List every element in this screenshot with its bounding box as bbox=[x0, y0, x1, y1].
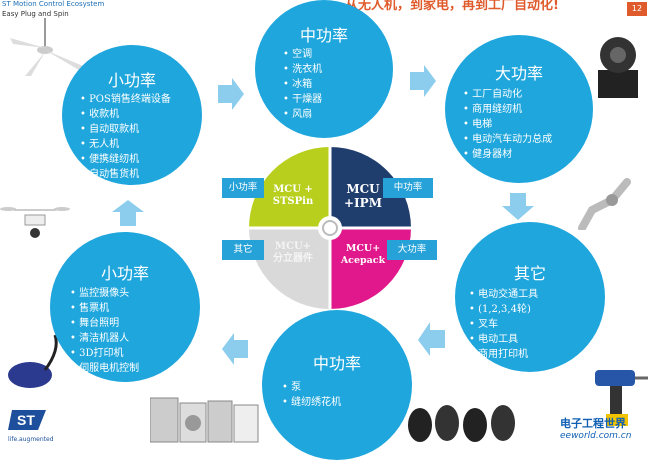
application-item: 洗衣机 bbox=[283, 62, 322, 77]
circle-title: 小功率 bbox=[107, 71, 156, 90]
application-item: 自动取款机 bbox=[80, 122, 171, 137]
circle-title: 大功率 bbox=[494, 64, 543, 83]
appliances-image bbox=[149, 393, 260, 443]
arrow-down-icon bbox=[502, 193, 534, 220]
circle-bottom-left-low-power: 小功率 监控摄像头售票机舞台照明清洁机器人3D打印机伺服电机控制 bbox=[50, 232, 200, 382]
brand-line1: ST Motion Control Ecosystem bbox=[2, 0, 105, 8]
quadrant-label-q4: MCU+ Acepack bbox=[340, 243, 386, 266]
application-item: 监控摄像头 bbox=[70, 286, 139, 301]
drill-image bbox=[590, 360, 650, 430]
application-item: 收款机 bbox=[80, 107, 171, 122]
application-item: 便携缝纫机 bbox=[80, 152, 171, 167]
circle-top-right-high-power: 大功率 工厂自动化商用缝纫机电梯电动汽车动力总成健身器材 bbox=[445, 35, 593, 183]
st-logo: ST life.augmented bbox=[8, 408, 58, 448]
application-item: 售票机 bbox=[70, 301, 139, 316]
application-item: 缝纫绣花机 bbox=[282, 395, 341, 410]
circle-bottom-right-other: 其它 电动交通工具(1,2,3,4轮)叉车电动工具商用打印机 bbox=[455, 222, 605, 372]
tag-high-power: 大功率 bbox=[387, 240, 437, 260]
circle-list: POS销售终端设备收款机自动取款机无人机便携缝纫机自动售货机 bbox=[80, 92, 171, 182]
circle-list: 监控摄像头售票机舞台照明清洁机器人3D打印机伺服电机控制 bbox=[70, 286, 139, 376]
circle-top-mid-power: 中功率 空调洗衣机冰箱干燥器风扇 bbox=[255, 0, 393, 138]
tag-other: 其它 bbox=[222, 240, 264, 260]
application-item: 冰箱 bbox=[283, 77, 322, 92]
stage-light-image bbox=[590, 30, 645, 100]
application-item: 自动售货机 bbox=[80, 167, 171, 182]
application-item: 商用打印机 bbox=[469, 347, 538, 362]
slogan: 从无人机，到家电，再到工厂自动化! bbox=[345, 0, 559, 13]
refresh-icon bbox=[322, 220, 338, 236]
quadrant-mcu-stspin bbox=[249, 147, 330, 228]
application-item: 健身器材 bbox=[463, 147, 552, 162]
application-item: 叉车 bbox=[469, 317, 538, 332]
page-number: 12 bbox=[627, 2, 647, 16]
circle-list: 空调洗衣机冰箱干燥器风扇 bbox=[283, 47, 322, 122]
center-quadrant-chart bbox=[249, 147, 411, 309]
application-item: 3D打印机 bbox=[70, 346, 139, 361]
application-item: 清洁机器人 bbox=[70, 331, 139, 346]
tag-mid-power: 中功率 bbox=[383, 178, 433, 198]
application-item: 干燥器 bbox=[283, 92, 322, 107]
application-item: 无人机 bbox=[80, 137, 171, 152]
quadrant-label-q2: MCU +IPM bbox=[344, 182, 382, 210]
application-item: 电动汽车动力总成 bbox=[463, 132, 552, 147]
application-item: 舞台照明 bbox=[70, 316, 139, 331]
application-item: 伺服电机控制 bbox=[70, 361, 139, 376]
tag-low-power: 小功率 bbox=[222, 178, 264, 198]
application-item: (1,2,3,4轮) bbox=[469, 302, 538, 317]
application-item: 电梯 bbox=[463, 117, 552, 132]
watermark: 电子工程世界 eeworld.com.cn bbox=[560, 415, 650, 449]
application-item: POS销售终端设备 bbox=[80, 92, 171, 107]
svg-text:ST: ST bbox=[17, 412, 35, 428]
circle-title: 中功率 bbox=[299, 26, 348, 45]
watermark-cn: 电子工程世界 bbox=[560, 417, 626, 430]
brand-line2: Easy Plug and Spin bbox=[2, 10, 69, 18]
quadrant-label-q3: MCU+ 分立器件 bbox=[273, 241, 313, 264]
arrow-right-icon bbox=[218, 78, 244, 110]
robot-arm-image bbox=[572, 170, 642, 232]
circle-title: 中功率 bbox=[312, 354, 361, 373]
ceiling-fan-image bbox=[5, 18, 85, 78]
brand-logo: ST Motion Control Ecosystem Easy Plug an… bbox=[2, 0, 152, 26]
quadrant-mcu-ipm bbox=[330, 147, 411, 228]
application-item: 电动工具 bbox=[469, 332, 538, 347]
st-tagline: life.augmented bbox=[8, 436, 54, 443]
application-item: 电动交通工具 bbox=[469, 287, 538, 302]
arrow-left-icon bbox=[418, 322, 445, 356]
drone-image bbox=[0, 195, 70, 245]
arrow-right-icon bbox=[410, 65, 436, 97]
arrow-left-icon bbox=[222, 333, 248, 365]
circle-top-left-low-power: 小功率 POS销售终端设备收款机自动取款机无人机便携缝纫机自动售货机 bbox=[62, 45, 202, 185]
circle-title: 小功率 bbox=[100, 264, 149, 283]
circle-bottom-mid-power: 中功率 泵缝纫绣花机 bbox=[262, 310, 412, 460]
circle-list: 泵缝纫绣花机 bbox=[282, 380, 341, 410]
application-item: 空调 bbox=[283, 47, 322, 62]
circle-title: 其它 bbox=[513, 264, 546, 283]
arrow-up-icon bbox=[112, 200, 144, 226]
compressors-image bbox=[405, 395, 520, 445]
circle-list: 电动交通工具(1,2,3,4轮)叉车电动工具商用打印机 bbox=[469, 287, 538, 362]
watermark-url: eeworld.com.cn bbox=[560, 431, 632, 441]
quadrant-label-q1: MCU + STSPin bbox=[272, 184, 314, 207]
application-item: 工厂自动化 bbox=[463, 87, 552, 102]
application-item: 商用缝纫机 bbox=[463, 102, 552, 117]
application-item: 泵 bbox=[282, 380, 341, 395]
application-item: 风扇 bbox=[283, 107, 322, 122]
quadrant-mcu-discrete bbox=[249, 228, 330, 309]
circle-list: 工厂自动化商用缝纫机电梯电动汽车动力总成健身器材 bbox=[463, 87, 552, 162]
